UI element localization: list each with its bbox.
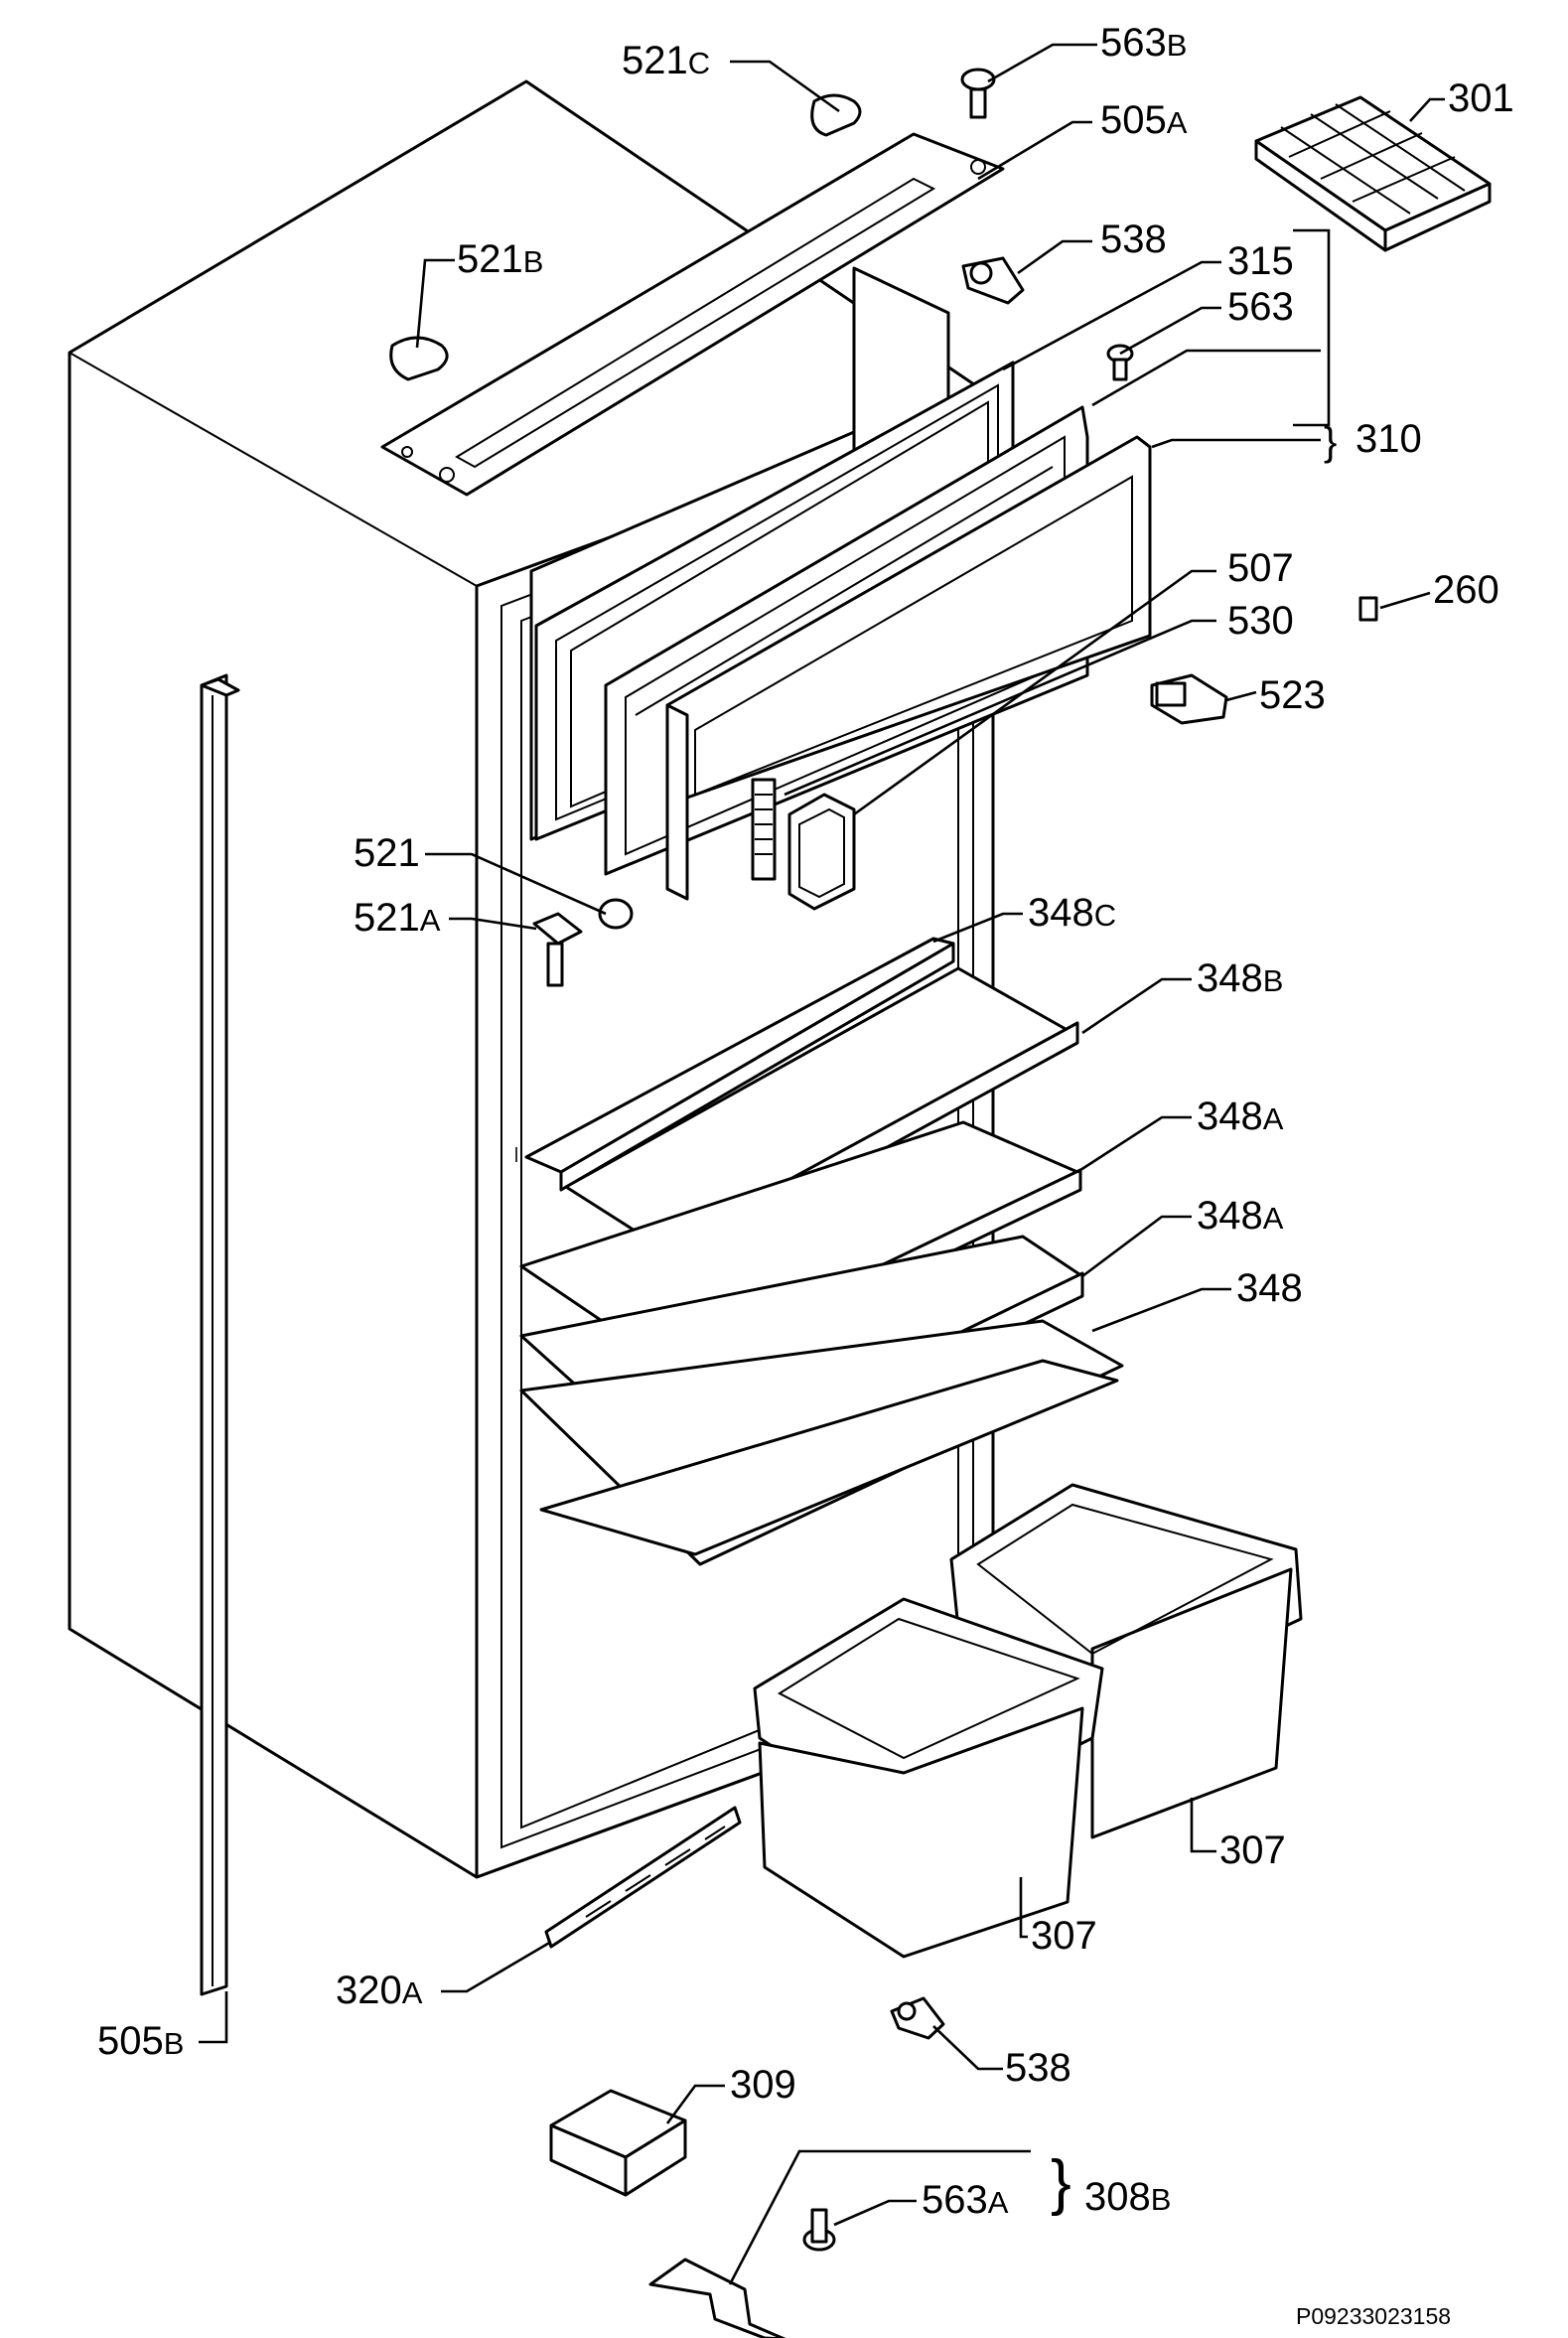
crisper-bin-left [753, 1597, 1104, 1959]
part-number: 315 [1227, 239, 1294, 283]
part-suffix: A [1263, 1201, 1284, 1236]
bushing [598, 898, 634, 930]
label-530: 530 [1227, 599, 1294, 643]
part-number: 563 [1227, 285, 1294, 329]
label-507: 507 [1227, 546, 1294, 590]
part-number: 563 [922, 2178, 988, 2222]
label-505a: 505A [1100, 98, 1188, 142]
bottom-hinge-assembly [648, 2208, 836, 2338]
part-number: 523 [1259, 673, 1326, 717]
label-348b: 348B [1197, 956, 1283, 1000]
label-538-top: 538 [1100, 218, 1167, 261]
label-320a: 320A [336, 1969, 423, 2012]
part-suffix: A [402, 1975, 423, 2010]
label-521c: 521C [622, 39, 710, 82]
shelf-support-pin [532, 912, 583, 987]
label-301: 301 [1448, 76, 1514, 120]
part-suffix: A [988, 2185, 1009, 2220]
label-348a-upper: 348A [1197, 1095, 1284, 1138]
part-suffix: B [523, 244, 544, 279]
shelves [515, 937, 1124, 1566]
part-number: 538 [1005, 2046, 1071, 2090]
hinge-cap-top [810, 93, 862, 137]
label-315: 315 [1227, 239, 1294, 283]
part-number: 348 [1197, 1194, 1263, 1238]
part-number: 307 [1031, 1914, 1097, 1958]
part-number: 538 [1100, 218, 1167, 261]
part-suffix: B [1167, 28, 1188, 63]
screw-middle [1106, 344, 1134, 381]
top-cover-plate [380, 132, 1005, 497]
door-spring [751, 778, 777, 881]
label-563a: 563A [922, 2178, 1009, 2222]
part-suffix: B [1151, 2182, 1172, 2217]
part-number: 521 [622, 39, 688, 82]
part-number: 308 [1084, 2175, 1151, 2219]
part-number: 348 [1197, 956, 1263, 1000]
part-number: 309 [730, 2063, 796, 2107]
part-number: 301 [1448, 76, 1514, 120]
label-348c: 348C [1028, 891, 1116, 935]
part-number: 348 [1028, 891, 1094, 935]
part-suffix: C [688, 46, 710, 80]
ice-cube-tray [1254, 95, 1492, 252]
part-number: 348 [1197, 1095, 1263, 1138]
insulation-block [549, 2089, 687, 2197]
label-563: 563 [1227, 285, 1294, 329]
clip-part [1358, 596, 1378, 622]
part-number: 348 [1236, 1266, 1303, 1310]
door-hinge-bottom [890, 1996, 945, 2040]
part-number: 307 [1219, 1828, 1286, 1872]
group-brackets: } } [1051, 228, 1337, 2217]
label-348: 348 [1236, 1266, 1303, 1310]
part-labels: 521C 563B 505A 301 521B 538 315 563 310 … [97, 21, 1514, 2329]
lamp-holder [1150, 673, 1228, 725]
part-number: 320 [336, 1969, 402, 2012]
label-521a: 521A [354, 896, 441, 940]
door-hinge-top [961, 256, 1025, 305]
part-suffix: A [420, 903, 441, 938]
label-521: 521 [354, 831, 420, 875]
label-505b: 505B [97, 2019, 184, 2063]
label-260: 260 [1433, 568, 1499, 612]
label-307-left: 307 [1031, 1914, 1097, 1958]
label-538-bottom: 538 [1005, 2046, 1071, 2090]
leader-lines [199, 43, 1445, 2285]
part-number: 530 [1227, 599, 1294, 643]
part-number: 507 [1227, 546, 1294, 590]
part-number: 505 [97, 2019, 164, 2063]
part-suffix: B [164, 2026, 185, 2061]
label-310: 310 [1355, 417, 1422, 461]
part-number: 505 [1100, 98, 1167, 142]
part-number: 260 [1433, 568, 1499, 612]
part-suffix: A [1263, 1101, 1284, 1136]
part-suffix: A [1167, 105, 1188, 140]
part-suffix: C [1094, 898, 1116, 933]
label-523: 523 [1259, 673, 1326, 717]
label-308b: 308B [1084, 2175, 1171, 2219]
label-348a-lower: 348A [1197, 1194, 1284, 1238]
part-number: 521 [354, 831, 420, 875]
label-309: 309 [730, 2063, 796, 2107]
door-handle [787, 793, 856, 911]
label-307-right: 307 [1219, 1828, 1286, 1872]
brace-308b: } [1051, 2148, 1071, 2217]
figure-code: P09233023158 [1296, 2303, 1451, 2329]
screw-top [960, 68, 996, 119]
brace-310: } [1324, 420, 1337, 464]
label-563b: 563B [1100, 21, 1187, 65]
label-521b: 521B [457, 237, 543, 281]
part-number: 521 [354, 896, 420, 940]
part-number: 310 [1355, 417, 1422, 461]
part-suffix: B [1263, 963, 1284, 998]
door-trim-strip [200, 673, 240, 1996]
part-number: 521 [457, 237, 523, 281]
freezer-door-panel [665, 435, 1152, 901]
part-number: 563 [1100, 21, 1167, 65]
